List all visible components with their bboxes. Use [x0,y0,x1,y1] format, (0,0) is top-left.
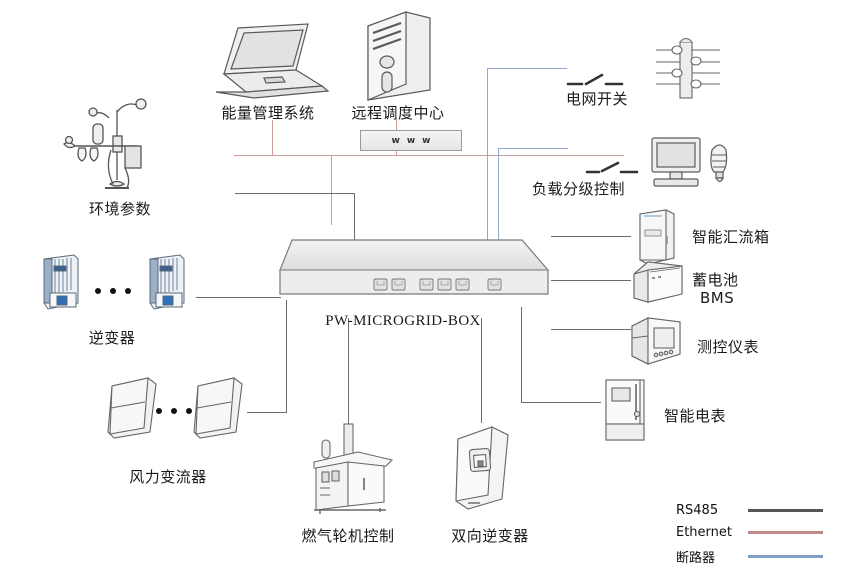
gas-turbine-icon [300,422,398,514]
rs485-windconv-v [286,300,288,413]
bidirectional-inverter-icon [448,425,518,513]
label-grid-switch: 电网开关 [566,90,629,108]
combiner-box-icon [634,208,678,266]
www-text-2: w [406,135,416,146]
utility-pole-icon [650,28,730,99]
legend-label-rs485: RS485 [676,503,719,518]
legend: RS485 Ethernet 断路器 [676,503,823,566]
rs485-windconv-h [247,412,287,414]
electric-meter-icon [602,378,652,444]
ethernet-bus-line [234,155,624,157]
rs485-weather-h [235,193,355,195]
inverter-icon-2 [146,253,188,313]
label-wind-converter: 风力变流器 [129,468,207,486]
label-measuring-instrument: 测控仪表 [697,338,760,356]
label-smart-combiner-box: 智能汇流箱 [692,228,770,246]
label-energy-mgmt-system: 能量管理系统 [221,104,315,122]
rs485-battery-line [551,280,631,282]
weather-station-icon [55,88,185,198]
breaker-line-load-v [498,148,500,248]
rs485-gasturbine-v [348,318,350,428]
label-load-level-control: 负载分级控制 [532,180,626,198]
inverter-icon [40,253,82,313]
central-box-label: PW-MICROGRID-BOX [325,313,481,329]
rs485-weather-v [354,193,356,243]
legend-label-breaker: 断路器 [676,551,716,566]
ethernet-drop-box [331,155,333,225]
legend-row-breaker: 断路器 [676,547,823,566]
label-smart-electric-meter: 智能电表 [664,407,727,425]
label-pv-inverter: 逆变器 [88,329,136,347]
www-text-3: w [422,135,431,146]
legend-label-ethernet: Ethernet [676,525,732,540]
label-gas-turbine-control: 燃气轮机控制 [301,527,395,545]
tower-pc-icon [360,8,438,103]
legend-line-breaker [748,555,823,558]
internet-www-bar: w w w [360,130,462,151]
label-weather-station: 环境参数 [88,200,152,218]
rs485-combiner-line [551,236,631,238]
rs485-meter-panel-line [551,329,631,331]
central-microgrid-box[interactable] [276,236,554,308]
breaker-line-grid-h [487,68,567,70]
breaker-line-load-h [498,148,568,150]
ethernet-drop-www-bottom [396,148,398,156]
inverter-ellipsis [95,288,131,294]
www-text-1: w [391,135,400,146]
converter-icon [104,376,164,440]
laptop-icon [212,22,332,100]
load-switch-symbol-icon [585,160,640,176]
label-battery-bms: 蓄电池 [692,271,739,289]
ethernet-drop-www-top [396,118,398,132]
label-battery-bms-sub: BMS [700,289,735,307]
breaker-line-grid-v [487,68,489,248]
meter-panel-icon [628,316,684,368]
legend-line-ethernet [748,531,823,534]
rs485-smartmeter-v [521,307,523,402]
grid-switch-symbol-icon [566,72,626,88]
battery-icon [630,258,686,306]
rs485-bidirectional-v [481,318,483,423]
legend-line-rs485 [748,509,823,512]
converter-icon-2 [190,376,250,440]
rs485-inverter-line [196,297,281,299]
legend-row-rs485: RS485 [676,503,823,518]
converter-ellipsis [156,408,192,414]
ethernet-drop-ems [272,120,274,156]
label-remote-dispatch: 远程调度中心 [351,104,445,122]
monitor-bulb-icon [648,136,738,192]
label-bidirectional-inverter: 双向逆变器 [451,527,529,545]
legend-row-ethernet: Ethernet [676,525,823,540]
rs485-smartmeter-h [521,402,601,404]
